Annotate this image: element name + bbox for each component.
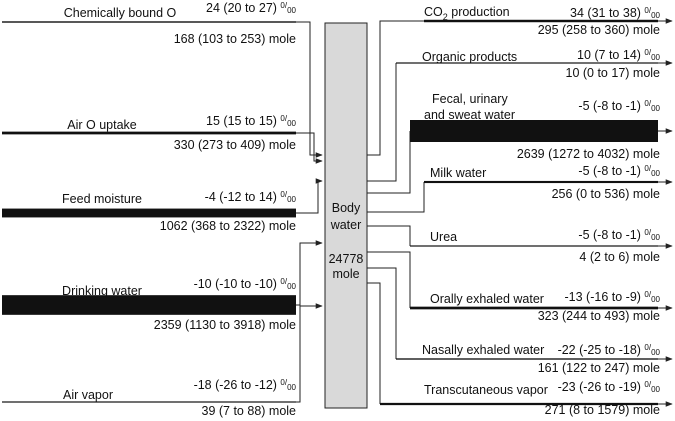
output-name-transcutaneous-vapor: Transcutaneous vapor (424, 383, 548, 397)
output-delta-urea: -5 (-8 to -1) 0/00 (578, 228, 660, 242)
output-delta-organic-products: 10 (7 to 14) 0/00 (577, 48, 661, 62)
input-flow-bar-drinking-water (2, 295, 296, 315)
input-name-chemically-bound-o: Chemically bound O (64, 6, 177, 20)
input-flow-bar-air-o-uptake (2, 131, 296, 135)
output-delta-fecal-urinary-sweat: -5 (-8 to -1) 0/00 (578, 99, 660, 113)
input-name-feed-moisture: Feed moisture (62, 192, 142, 206)
input-flow-bar-air-vapor (2, 401, 296, 403)
output-branch-milk-water (367, 182, 425, 213)
output-name-line1-fecal-urinary-sweat: Fecal, urinary (432, 92, 508, 106)
input-delta-air-vapor: -18 (-26 to -12) 0/00 (194, 378, 297, 392)
input-flow-bar-chemically-bound-o (2, 21, 296, 23)
output-name-nasally-exhaled: Nasally exhaled water (422, 343, 544, 357)
output-name-line2-fecal-urinary-sweat: and sweat water (424, 108, 515, 122)
output-delta-transcutaneous-vapor: -23 (-26 to -19) 0/00 (558, 380, 661, 394)
input-name-air-o-uptake: Air O uptake (67, 118, 137, 132)
output-name-organic-products: Organic products (422, 50, 517, 64)
output-flow-bar-orally-exhaled (410, 306, 658, 310)
output-branch-organic-products (367, 63, 397, 182)
input-name-air-vapor: Air vapor (63, 388, 113, 402)
output-amount-urea: 4 (2 to 6) mole (579, 250, 660, 264)
input-amount-air-vapor: 39 (7 to 88) mole (202, 404, 297, 418)
output-flow-bar-nasally-exhaled (396, 358, 658, 360)
output-name-milk-water: Milk water (430, 166, 486, 180)
output-flow-bar-urea (410, 245, 658, 247)
input-delta-chemically-bound-o: 24 (20 to 27) 0/00 (206, 1, 296, 15)
output-branch-orally-exhaled (367, 251, 411, 308)
input-amount-feed-moisture: 1062 (368 to 2322) mole (160, 219, 296, 233)
input-amount-chemically-bound-o: 168 (103 to 253) mole (174, 32, 296, 46)
output-delta-milk-water: -5 (-8 to -1) 0/00 (578, 164, 660, 178)
body-label-line1: Body (332, 201, 361, 215)
output-delta-orally-exhaled: -13 (-16 to -9) 0/00 (565, 290, 661, 304)
output-amount-transcutaneous-vapor: 271 (8 to 1579) mole (545, 403, 660, 417)
output-name-urea: Urea (430, 230, 457, 244)
output-flow-bar-transcutaneous-vapor (380, 402, 658, 406)
input-amount-drinking-water: 2359 (1130 to 3918) mole (154, 318, 296, 332)
input-delta-air-o-uptake: 15 (15 to 15) 0/00 (206, 114, 296, 128)
output-flow-bar-fecal-urinary-sweat (410, 120, 658, 142)
input-flow-bar-feed-moisture (2, 208, 296, 218)
output-amount-fecal-urinary-sweat: 2639 (1272 to 4032) mole (517, 147, 660, 161)
input-arrow-air-vapor (296, 303, 323, 403)
output-branch-co2-production (367, 20, 424, 156)
input-arrow-feed-moisture (296, 178, 323, 214)
output-delta-nasally-exhaled: -22 (-25 to -18) 0/00 (558, 343, 661, 357)
output-amount-co2-production: 295 (258 to 360) mole (538, 23, 660, 37)
input-delta-drinking-water: -10 (-10 to -10) 0/00 (194, 277, 297, 291)
output-amount-organic-products: 10 (0 to 17) mole (566, 66, 661, 80)
body-amount-value: 24778 (329, 252, 364, 266)
input-arrow-air-o-uptake (296, 132, 323, 164)
output-branch-urea (367, 225, 411, 246)
input-delta-feed-moisture: -4 (-12 to 14) 0/00 (205, 190, 297, 204)
output-amount-nasally-exhaled: 161 (122 to 247) mole (538, 361, 660, 375)
output-branch-nasally-exhaled (367, 267, 397, 359)
input-name-drinking-water: Drinking water (62, 284, 142, 298)
output-flow-bar-organic-products (396, 62, 658, 64)
body-label-line2: water (330, 218, 362, 232)
output-delta-co2-production: 34 (31 to 38) 0/00 (570, 6, 660, 20)
input-arrow-drinking-water (296, 240, 323, 306)
input-arrow-chemically-bound-o (296, 21, 323, 158)
output-name-orally-exhaled: Orally exhaled water (430, 292, 544, 306)
output-flow-bar-milk-water (424, 180, 658, 184)
output-flow-bar-co2-production (424, 19, 658, 23)
output-amount-orally-exhaled: 323 (244 to 493) mole (538, 309, 660, 323)
body-water-box (324, 22, 368, 409)
output-name-co2-production: CO2 production (424, 5, 510, 22)
output-branch-fecal-urinary-sweat (367, 131, 411, 194)
input-amount-air-o-uptake: 330 (273 to 409) mole (174, 138, 296, 152)
output-branch-transcutaneous-vapor (367, 282, 381, 404)
body-amount-unit: mole (332, 267, 359, 281)
output-amount-milk-water: 256 (0 to 536) mole (552, 187, 660, 201)
